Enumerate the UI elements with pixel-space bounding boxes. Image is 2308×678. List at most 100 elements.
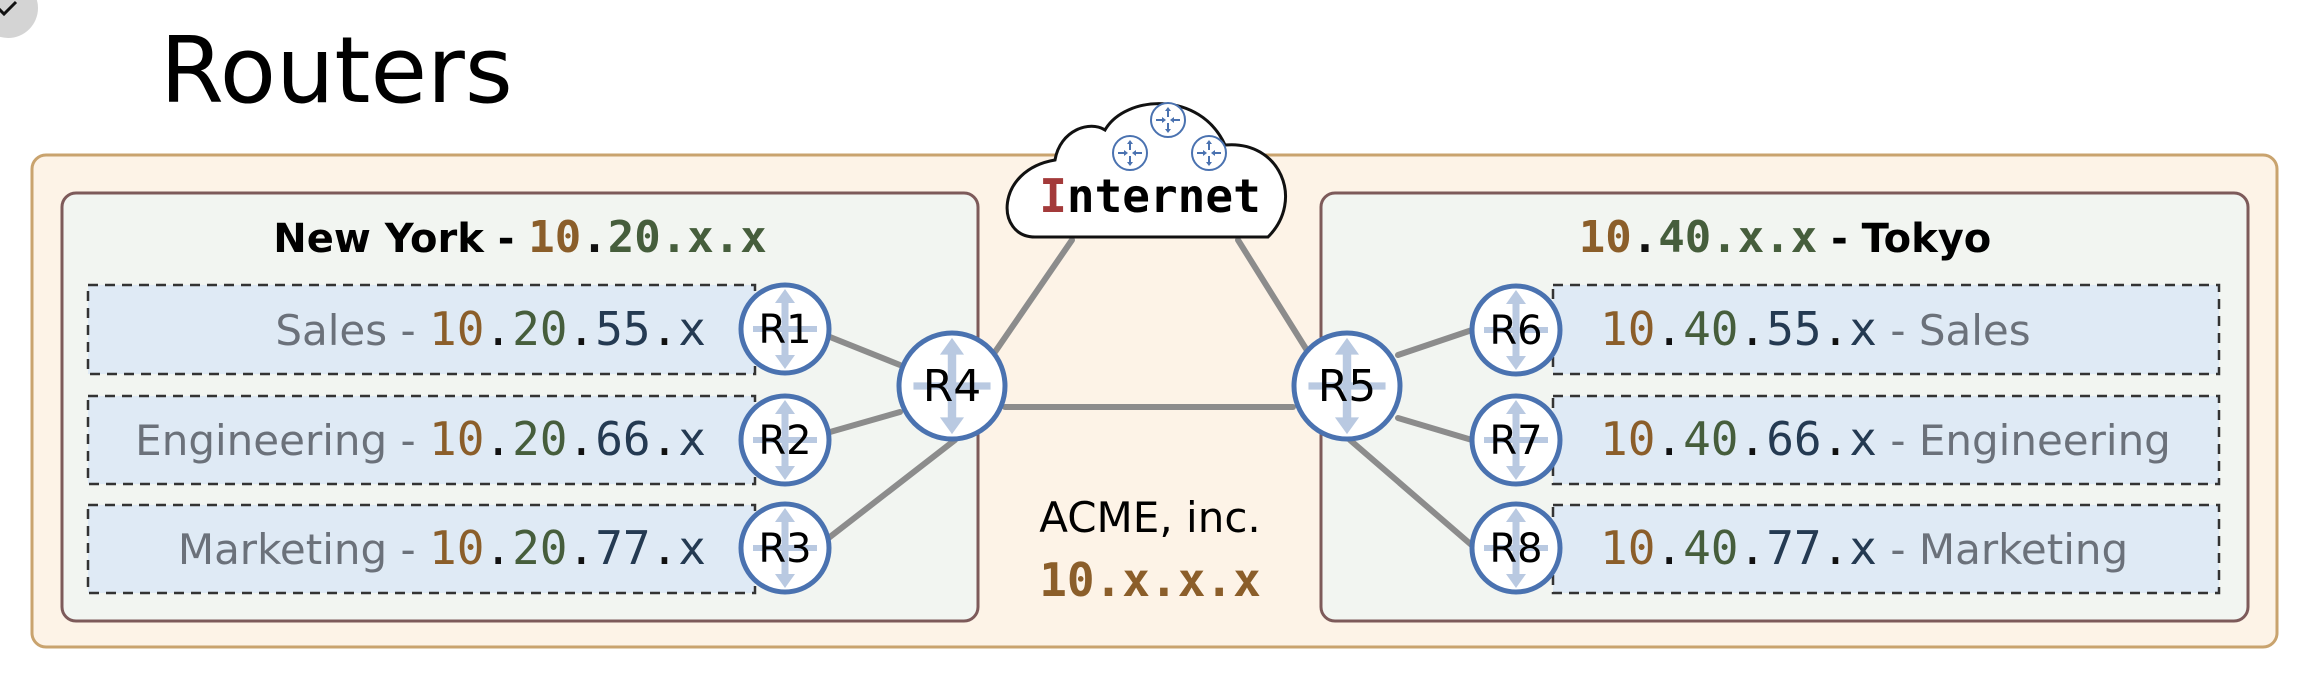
department-name: Marketing (1919, 525, 2128, 574)
dot: . (568, 302, 596, 356)
router-icon (1191, 135, 1227, 171)
octet-4: x (1849, 302, 1877, 356)
octet-3: 77 (1766, 521, 1821, 575)
router-r7[interactable]: R7 (1469, 393, 1563, 487)
octet-2: 20 (608, 212, 661, 263)
router-r5[interactable]: R5 (1291, 330, 1403, 442)
router-label: R1 (758, 307, 811, 353)
router-r2[interactable]: R2 (738, 393, 832, 487)
octet-1: 10 (1579, 212, 1632, 263)
organization-network: 10.x.x.x (1039, 553, 1261, 607)
subnet-box-tokyo-sales (1551, 283, 2221, 376)
octet-3: 55 (1766, 302, 1821, 356)
octet-2: 40 (1683, 302, 1738, 356)
page-title: Routers (160, 17, 513, 124)
dot: . (484, 412, 512, 466)
separator: - (1877, 525, 1919, 574)
octet-4: x (678, 412, 706, 466)
subnet-label: 10.40.66.x - Engineering (1600, 412, 2171, 466)
router-r8[interactable]: R8 (1469, 501, 1563, 595)
octet-2: 40 (1658, 212, 1711, 263)
dot: . (1655, 302, 1683, 356)
dot: . (651, 521, 679, 575)
subnet-label: Engineering - 10.20.66.x (135, 412, 706, 466)
separator: - (484, 216, 528, 262)
router-label: R5 (1318, 361, 1377, 412)
separator: - (1817, 216, 1861, 262)
router-label: R8 (1489, 526, 1542, 572)
octet-1: 10 (1600, 521, 1655, 575)
dot: . (1822, 302, 1850, 356)
octet-3: 66 (1766, 412, 1821, 466)
dot: . (568, 521, 596, 575)
internet-label: Internet (1039, 169, 1261, 223)
router-icon (1150, 102, 1186, 138)
router-r3[interactable]: R3 (738, 501, 832, 595)
internet-cloud[interactable]: Internet (1005, 102, 1287, 239)
router-label: R4 (923, 361, 982, 412)
octet-2: 20 (512, 302, 567, 356)
organization-name: ACME, inc. (1039, 493, 1261, 542)
dot: . (484, 302, 512, 356)
subnet-label: 10.40.55.x - Sales (1600, 302, 2031, 356)
octet-2: 40 (1683, 412, 1738, 466)
router-r4[interactable]: R4 (896, 330, 1008, 442)
link-r5-r8 (1347, 437, 1478, 551)
dot: . (1822, 412, 1850, 466)
department-name: Marketing (178, 525, 387, 574)
octet-4: x (1849, 521, 1877, 575)
octet-1: 10 (429, 302, 484, 356)
dot: . (1632, 212, 1659, 263)
subnet-box-ny-sales (86, 283, 757, 376)
separator: - (387, 525, 429, 574)
department-name: Engineering (1919, 416, 2171, 465)
dot: . (1738, 412, 1766, 466)
dot: . (651, 412, 679, 466)
site-name: New York (273, 216, 485, 262)
octet-1: 10 (429, 521, 484, 575)
department-name: Engineering (135, 416, 387, 465)
octet-3: 66 (595, 412, 650, 466)
department-name: Sales (275, 306, 387, 355)
dot: . (1738, 521, 1766, 575)
dot: . (1655, 521, 1683, 575)
link-r2-r4 (827, 409, 903, 435)
router-r1[interactable]: R1 (738, 282, 832, 376)
internet-label-rest: nternet (1067, 169, 1261, 223)
octet-4: x (1849, 412, 1877, 466)
subnet-label: Marketing - 10.20.77.x (178, 521, 706, 575)
router-label: R7 (1489, 418, 1542, 464)
octet-2: 20 (512, 521, 567, 575)
dot: . (1822, 521, 1850, 575)
dot: . (568, 412, 596, 466)
separator: - (387, 306, 429, 355)
link-r1-r4 (827, 334, 903, 368)
link-r3-r4 (823, 437, 958, 543)
octet-3: 77 (595, 521, 650, 575)
octet-3: 55 (595, 302, 650, 356)
status-badge-bg (0, 0, 38, 38)
subnet-box-tokyo-engineering (1551, 394, 2221, 486)
octet-1: 10 (528, 212, 581, 263)
dot: . (484, 521, 512, 575)
subnet-label: 10.40.77.x - Marketing (1600, 521, 2128, 575)
status-badge[interactable] (0, 0, 38, 38)
router-label: R6 (1489, 308, 1542, 354)
subnet-box-ny-marketing (86, 503, 757, 595)
dot: . (581, 212, 608, 263)
octet-1: 10 (1600, 412, 1655, 466)
router-label: R2 (758, 418, 811, 464)
subnet-label: Sales - 10.20.55.x (275, 302, 706, 356)
site-header-tokyo: 10.40.x.x - Tokyo (1579, 212, 1992, 263)
separator: - (387, 416, 429, 465)
dot: . (1655, 412, 1683, 466)
dot: . (1738, 302, 1766, 356)
octet-rest: .x.x (1711, 212, 1817, 263)
site-header-new-york: New York - 10.20.x.x (273, 212, 766, 263)
link-r4-internet (992, 237, 1075, 355)
octet-2: 20 (512, 412, 567, 466)
octet-1: 10 (429, 412, 484, 466)
separator: - (1877, 306, 1919, 355)
router-r6[interactable]: R6 (1469, 283, 1563, 377)
